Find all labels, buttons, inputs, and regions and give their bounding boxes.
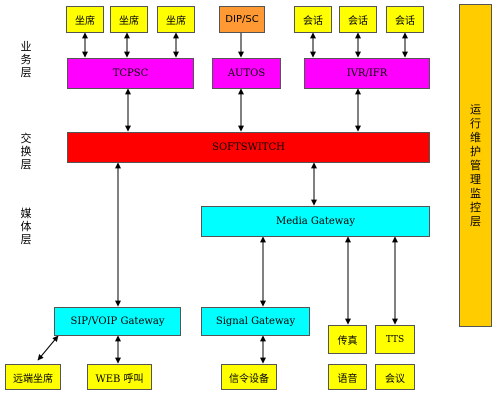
media-gateway-box: Media Gateway — [201, 206, 430, 237]
voice-box: 语音 — [328, 364, 367, 390]
softswitch-box: SOFTSWITCH — [67, 132, 430, 163]
autos-box: AUTOS — [212, 58, 281, 89]
remote-seat-box: 远端坐席 — [5, 364, 61, 390]
ivr-ifr-box: IVR/IFR — [304, 58, 430, 89]
seat-box-1: 坐席 — [66, 6, 104, 33]
tts-box: TTS — [375, 325, 415, 354]
seat-box-3: 坐席 — [157, 6, 195, 33]
layer-label-business: 业务层 — [20, 40, 32, 79]
signaling-device-box: 信令设备 — [221, 364, 277, 390]
sip-voip-gateway-box: SIP/VOIP Gateway — [54, 307, 181, 336]
link-sip-remote — [37, 335, 59, 361]
tcpsc-box: TCPSC — [67, 58, 194, 89]
layer-label-media: 媒体层 — [20, 207, 32, 246]
session-box-2: 会话 — [339, 6, 377, 33]
session-box-1: 会话 — [294, 6, 332, 33]
web-call-box: WEB 呼叫 — [87, 364, 152, 390]
fax-box: 传真 — [328, 325, 367, 354]
seat-box-2: 坐席 — [110, 6, 148, 33]
ops-monitoring-panel: 运行维护管理监控层 — [459, 4, 492, 327]
ops-monitoring-label: 运行维护管理监控层 — [470, 102, 481, 228]
session-box-3: 会话 — [386, 6, 424, 33]
conference-box: 会议 — [375, 364, 415, 390]
layer-label-switching: 交换层 — [20, 132, 32, 171]
dip-sc-box: DIP/SC — [219, 6, 265, 33]
signal-gateway-box: Signal Gateway — [201, 307, 310, 336]
